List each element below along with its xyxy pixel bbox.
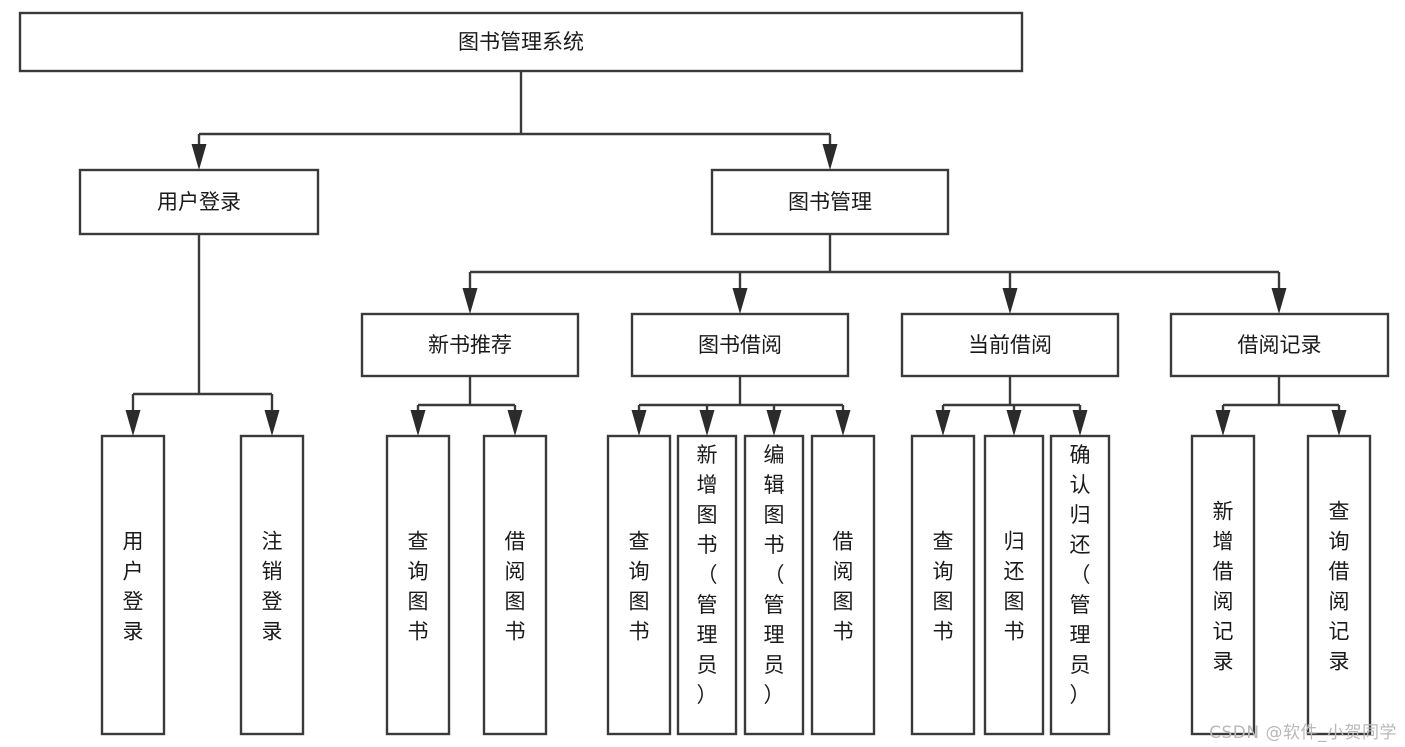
node-label: 借阅记录	[1238, 333, 1322, 357]
arrow-head-icon	[822, 144, 838, 170]
arrow-head-icon	[507, 410, 523, 436]
node-label: 用户登录	[157, 190, 241, 214]
arrow-head-icon	[410, 410, 426, 436]
connector-group	[125, 234, 280, 436]
node-box[interactable]	[239, 434, 305, 736]
node-book-borrow[interactable]: 图书借阅	[630, 312, 850, 378]
connector-layer	[125, 71, 1347, 436]
connector-group	[935, 376, 1088, 436]
node-box[interactable]	[900, 312, 1120, 378]
node-box[interactable]	[360, 312, 580, 378]
node-box[interactable]	[810, 434, 876, 736]
node-label: 新增图书（管理员）	[697, 443, 718, 707]
node-box[interactable]	[78, 168, 320, 236]
node-box[interactable]	[18, 11, 1024, 73]
arrow-head-icon	[462, 288, 478, 314]
arrow-head-icon	[631, 410, 647, 436]
node-label: 注销登录	[262, 529, 283, 643]
arrow-head-icon	[1215, 410, 1231, 436]
node-label: 编辑图书（管理员）	[764, 443, 785, 707]
node-leaf-query-book-borrow[interactable]: 查询图书	[606, 434, 672, 736]
node-label: 确认归还（管理员）	[1070, 443, 1091, 707]
arrow-head-icon	[1331, 410, 1347, 436]
connector-group	[410, 376, 523, 436]
node-leaf-query-book-recommend[interactable]: 查询图书	[385, 434, 451, 736]
arrow-head-icon	[935, 410, 951, 436]
arrow-head-icon	[1072, 410, 1088, 436]
node-leaf-borrow-book[interactable]: 借阅图书	[810, 434, 876, 736]
node-leaf-add-book[interactable]: 新增图书（管理员）	[676, 434, 738, 736]
node-borrow-records[interactable]: 借阅记录	[1169, 312, 1390, 378]
node-label: 当前借阅	[968, 333, 1052, 357]
node-leaf-add-borrow-record[interactable]: 新增借阅记录	[1190, 434, 1256, 736]
node-label: 查询图书	[933, 529, 954, 643]
connector-group	[462, 234, 1287, 314]
node-box[interactable]	[1169, 312, 1390, 378]
node-current-borrow[interactable]: 当前借阅	[900, 312, 1120, 378]
node-leaf-edit-book[interactable]: 编辑图书（管理员）	[743, 434, 805, 736]
node-box[interactable]	[630, 312, 850, 378]
node-label: 查询图书	[629, 529, 650, 643]
connector-group	[1215, 376, 1347, 436]
node-box[interactable]	[983, 434, 1045, 736]
node-label: 查询图书	[408, 529, 429, 643]
node-label: 查询借阅记录	[1329, 499, 1350, 673]
arrow-head-icon	[264, 410, 280, 436]
node-label: 图书管理系统	[458, 30, 584, 54]
node-box[interactable]	[1049, 434, 1111, 736]
node-box[interactable]	[910, 434, 976, 736]
arrow-head-icon	[1271, 288, 1287, 314]
node-box[interactable]	[606, 434, 672, 736]
node-layer: 图书管理系统用户登录图书管理新书推荐图书借阅当前借阅借阅记录用户登录注销登录查询…	[18, 11, 1390, 736]
node-leaf-confirm-return[interactable]: 确认归还（管理员）	[1049, 434, 1111, 736]
node-leaf-return-book[interactable]: 归还图书	[983, 434, 1045, 736]
node-label: 新增借阅记录	[1213, 499, 1234, 673]
node-box[interactable]	[743, 434, 805, 736]
node-box[interactable]	[385, 434, 451, 736]
arrow-head-icon	[766, 410, 782, 436]
csdn-watermark: CSDN @软件_小贺同学	[1209, 723, 1397, 743]
node-leaf-query-borrow-record[interactable]: 查询借阅记录	[1306, 434, 1372, 736]
node-leaf-query-book-current[interactable]: 查询图书	[910, 434, 976, 736]
node-label: 借阅图书	[505, 529, 526, 643]
node-label: 图书借阅	[698, 333, 782, 357]
node-box[interactable]	[676, 434, 738, 736]
node-box[interactable]	[100, 434, 166, 736]
node-label: 用户登录	[123, 529, 144, 643]
arrow-head-icon	[835, 410, 851, 436]
node-leaf-borrow-book-recommend[interactable]: 借阅图书	[482, 434, 548, 736]
arrow-head-icon	[1006, 410, 1022, 436]
node-label: 借阅图书	[833, 529, 854, 643]
node-box[interactable]	[710, 168, 950, 236]
arrow-head-icon	[191, 144, 207, 170]
node-user-login[interactable]: 用户登录	[78, 168, 320, 236]
node-label: 图书管理	[788, 190, 872, 214]
node-book-management[interactable]: 图书管理	[710, 168, 950, 236]
arrow-head-icon	[1002, 288, 1018, 314]
node-label: 新书推荐	[428, 333, 512, 357]
node-leaf-user-login[interactable]: 用户登录	[100, 434, 166, 736]
connector-group	[191, 71, 838, 170]
arrow-head-icon	[732, 288, 748, 314]
node-new-book-recommend[interactable]: 新书推荐	[360, 312, 580, 378]
node-box[interactable]	[1190, 434, 1256, 736]
node-box[interactable]	[482, 434, 548, 736]
arrow-head-icon	[125, 410, 141, 436]
node-box[interactable]	[1306, 434, 1372, 736]
arrow-head-icon	[699, 410, 715, 436]
connector-group	[631, 376, 851, 436]
node-root[interactable]: 图书管理系统	[18, 11, 1024, 73]
node-label: 归还图书	[1004, 529, 1025, 643]
node-leaf-logout[interactable]: 注销登录	[239, 434, 305, 736]
